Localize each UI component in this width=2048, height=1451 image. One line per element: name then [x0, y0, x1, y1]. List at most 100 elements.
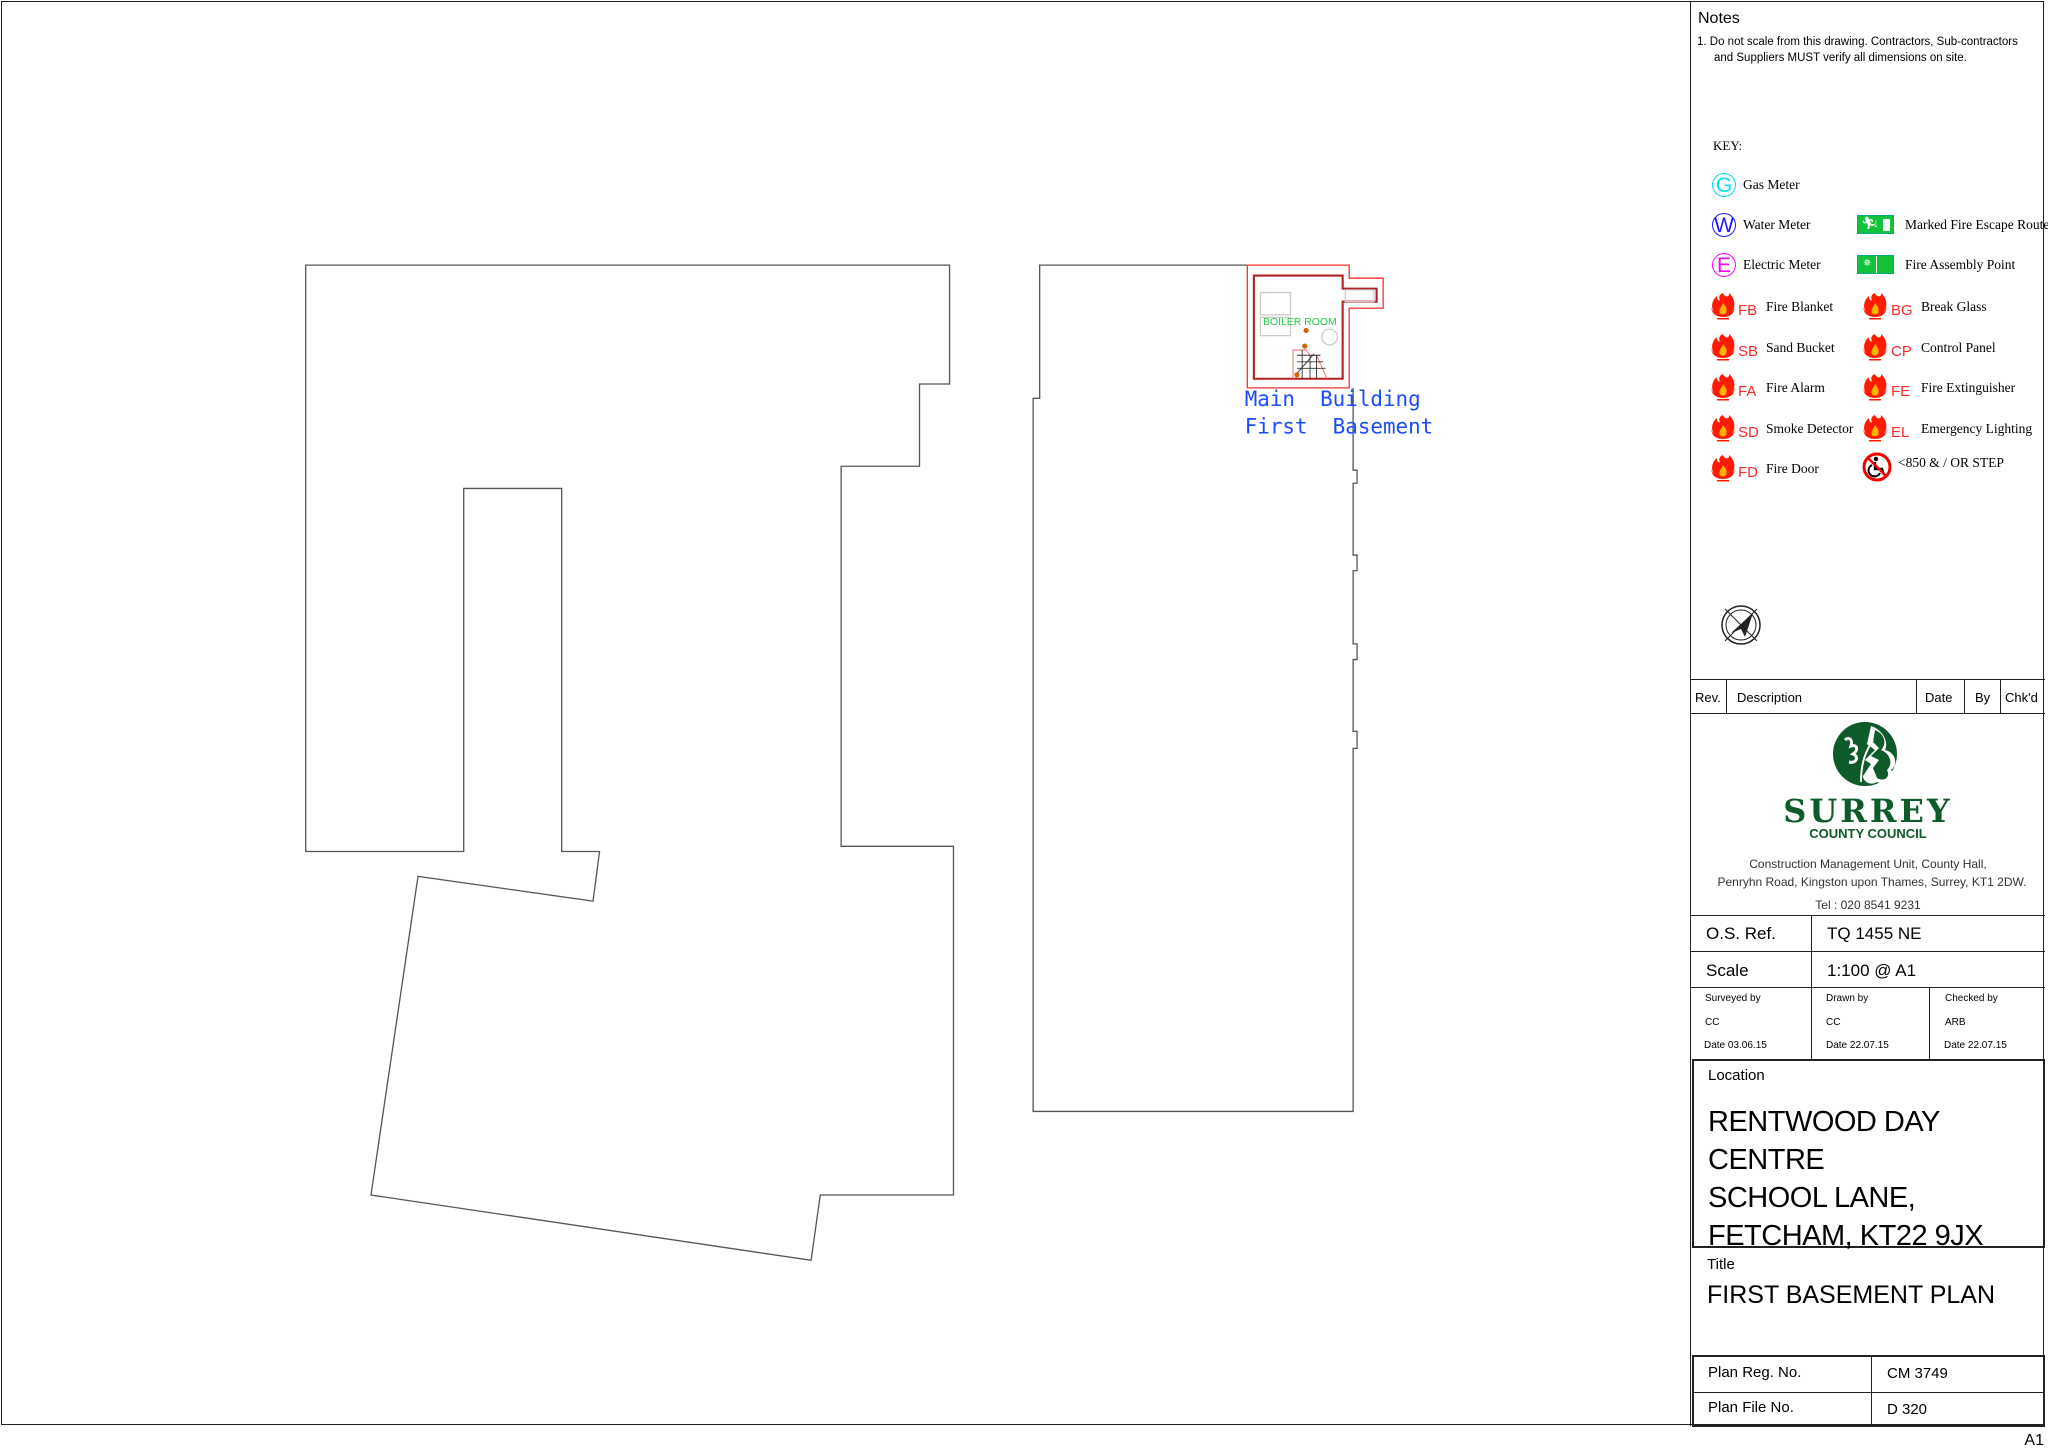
- fire-code: FA: [1738, 383, 1757, 400]
- note-1-cont: and Suppliers MUST verify all dimensions…: [1714, 52, 1967, 64]
- description-header: Description: [1737, 690, 1803, 705]
- drawing-title: FIRST BASEMENT PLAN: [1707, 1281, 1996, 1309]
- fire-code: BG: [1891, 302, 1913, 319]
- address-line-2: Penryhn Road, Kingston upon Thames, Surr…: [1717, 875, 2027, 889]
- key-label: Sand Bucket: [1766, 340, 1835, 355]
- key-label: Smoke Detector: [1766, 421, 1854, 436]
- north-arrow-icon: [1721, 605, 1761, 645]
- surrey-oak-leaf-logo: [1833, 722, 1897, 786]
- note-1: 1. Do not scale from this drawing. Contr…: [1697, 36, 2018, 48]
- fire-symbol-icon: [1303, 327, 1309, 334]
- drawn-date: Date 22.07.15: [1826, 1040, 1889, 1051]
- checked-cell: Checked by ARB Date 22.07.15: [1929, 988, 2045, 1059]
- date-header: Date: [1925, 690, 1953, 705]
- location-address: RENTWOOD DAY CENTRE SCHOOL LANE, FETCHAM…: [1708, 1103, 2043, 1255]
- plan-file-label: Plan File No.: [1708, 1399, 1794, 1416]
- location-box: Location RENTWOOD DAY CENTRE SCHOOL LANE…: [1692, 1059, 2045, 1252]
- location-line: FETCHAM, KT22 9JX: [1708, 1220, 1984, 1252]
- title-box: Title FIRST BASEMENT PLAN: [1691, 1248, 2045, 1355]
- scale-row: Scale 1:100 @ A1: [1691, 951, 2045, 987]
- rev-header: Rev.: [1695, 690, 1721, 705]
- fire-symbol-icon: [1710, 454, 1736, 487]
- electric-meter-icon: E: [1712, 253, 1736, 277]
- location-label: Location: [1708, 1067, 1765, 1084]
- drawn-cell: Drawn by CC Date 22.07.15: [1811, 988, 1929, 1059]
- surveyed-label: Surveyed by: [1705, 993, 1761, 1004]
- key-label: Emergency Lighting: [1921, 421, 2033, 436]
- key-label: Water Meter: [1743, 217, 1811, 232]
- logo-subtitle: COUNTY COUNCIL: [1809, 826, 1927, 841]
- os-ref-value: TQ 1455 NE: [1827, 924, 1922, 943]
- key-heading: KEY:: [1713, 138, 1743, 153]
- key-label: <850 & / OR STEP: [1898, 455, 2004, 470]
- scale-value: 1:100 @ A1: [1827, 961, 1917, 980]
- address-line-1: Construction Management Unit, County Hal…: [1749, 857, 1987, 871]
- gas-meter-icon: G: [1712, 173, 1736, 197]
- plan-file-value: D 320: [1887, 1401, 1928, 1418]
- sheet-size: A1: [2024, 1432, 2044, 1449]
- left-building-outline: [305, 264, 955, 1262]
- fire-symbol-icon: [1294, 372, 1300, 378]
- checked-label: Checked by: [1945, 993, 1998, 1004]
- title-label: Title: [1707, 1256, 1735, 1273]
- key-label: Electric Meter: [1743, 257, 1821, 272]
- fire-code: CP: [1891, 343, 1912, 360]
- fire-symbol-icon: [1862, 373, 1888, 406]
- telephone: Tel : 020 8541 9231: [1815, 898, 1921, 912]
- checked-date: Date 22.07.15: [1944, 1040, 2007, 1051]
- main-building-outline: [1032, 264, 1358, 1113]
- fire-symbol-icon: [1862, 414, 1888, 447]
- location-line: SCHOOL LANE,: [1708, 1182, 1916, 1214]
- key-label: Fire Assembly Point: [1905, 257, 2016, 272]
- logo-name: SURREY: [1783, 792, 1953, 830]
- surveyed-by: CC: [1705, 1017, 1720, 1028]
- checked-by: ARB: [1945, 1017, 1966, 1028]
- fire-code: FB: [1738, 302, 1758, 319]
- plan-reg-value: CM 3749: [1887, 1365, 1948, 1382]
- fire-escape-route-sign-icon: 🏃︎↓: [1857, 215, 1894, 234]
- key-label: Fire Extinguisher: [1921, 380, 2016, 395]
- fire-symbol-icon: [1862, 333, 1888, 366]
- plan-reg-label: Plan Reg. No.: [1708, 1364, 1802, 1381]
- key-label: Gas Meter: [1743, 177, 1800, 192]
- fire-assembly-point-sign-icon: ✵: [1857, 255, 1894, 274]
- by-header: By: [1975, 690, 1991, 705]
- room-label: BOILER ROOM: [1263, 317, 1337, 328]
- title-block: Notes 1. Do not scale from this drawing.…: [1690, 1, 2048, 1427]
- signoff-row: Surveyed by CC Date 03.06.15 Drawn by CC…: [1691, 987, 2045, 1059]
- key-label: Fire Door: [1766, 461, 1819, 476]
- fire-code: FE: [1891, 383, 1911, 400]
- building-label-line2: First Basement: [1245, 415, 1434, 439]
- key-label: Marked Fire Escape Route: [1905, 217, 2048, 232]
- plan-numbers-box: Plan Reg. No. CM 3749 Plan File No. D 32…: [1692, 1355, 2045, 1427]
- organisation-block: SURREY COUNTY COUNCIL Construction Manag…: [1691, 714, 2045, 915]
- no-wheelchair-access-icon: [1862, 452, 1892, 482]
- fire-code: SB: [1738, 343, 1759, 360]
- fire-symbol-icon: [1710, 333, 1736, 366]
- key-label: Break Glass: [1921, 299, 1987, 314]
- drawn-by: CC: [1826, 1017, 1841, 1028]
- revision-header-row: Rev. Description Date By Chk'd: [1691, 679, 2045, 714]
- key-label: Fire Blanket: [1766, 299, 1834, 314]
- os-ref-label: O.S. Ref.: [1706, 924, 1776, 943]
- location-line: RENTWOOD DAY CENTRE: [1708, 1106, 1940, 1176]
- surveyed-date: Date 03.06.15: [1704, 1040, 1767, 1051]
- fire-symbol-icon: [1710, 414, 1736, 447]
- fire-code: SD: [1738, 424, 1759, 441]
- notes-heading: Notes: [1698, 10, 1740, 27]
- fire-symbol-icon: [1862, 292, 1888, 325]
- surveyed-cell: Surveyed by CC Date 03.06.15: [1704, 988, 1810, 1059]
- drawn-label: Drawn by: [1826, 993, 1869, 1004]
- os-ref-row: O.S. Ref. TQ 1455 NE: [1691, 915, 2045, 951]
- scale-label: Scale: [1706, 961, 1749, 980]
- fire-code: EL: [1891, 424, 1910, 441]
- checked-header: Chk'd: [2005, 690, 2038, 705]
- fire-symbol-icon: [1710, 373, 1736, 406]
- boiler-room: BOILER ROOM: [1246, 264, 1384, 389]
- stair: [1292, 349, 1328, 379]
- notes-text: 1. Do not scale from this drawing. Contr…: [1697, 34, 2042, 66]
- key-label: Fire Alarm: [1766, 380, 1825, 395]
- building-label-line1: Main Building: [1245, 387, 1421, 411]
- fire-symbol-icon: [1302, 343, 1308, 349]
